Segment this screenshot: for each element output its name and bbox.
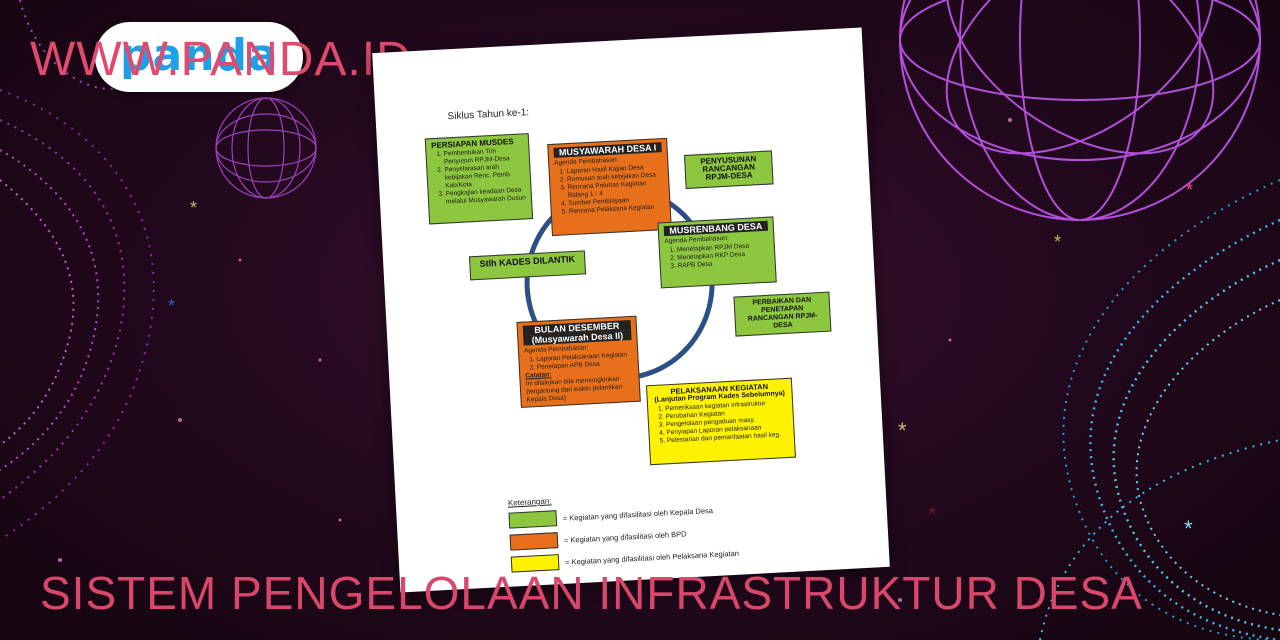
star-icon: * <box>1186 180 1194 200</box>
pelaksanaan-box: PELAKSANAAN KEGIATAN (Lanjutan Program K… <box>645 377 796 466</box>
perbaikan-box: PERBAIKAN DAN PENETAPAN RANCANGAN RPJM-D… <box>733 291 832 337</box>
star-icon: * <box>168 296 176 316</box>
penyusunan-label: PENYUSUNAN RANCANGAN RPJM-DESA <box>700 154 757 182</box>
left-particle-wave <box>0 0 161 541</box>
star-icon: * <box>898 418 907 443</box>
persiapan-box: PERSIAPAN MUSDES Pembentukan Tim Penyusu… <box>424 133 534 225</box>
star-icon: * <box>928 502 937 527</box>
small-sphere <box>215 97 317 199</box>
star-icon: * <box>1054 232 1062 252</box>
site-url: WWW.PANDA.ID <box>30 33 412 86</box>
musdes1-box: MUSYAWARAH DESA I Agenda Pembahasan: Lap… <box>547 137 672 237</box>
document-page: Siklus Tahun ke-1: PERSIAPAN MUSDES Pemb… <box>372 27 890 593</box>
legend-row: = Kegiatan yang difasilitasi oleh BPD <box>509 525 687 551</box>
page-title: SISTEM PENGELOLAAN INFRASTRUKTUR DESA <box>40 567 1143 619</box>
legend-label: = Kegiatan yang difasilitasi oleh Kepala… <box>562 505 714 523</box>
legend-label: = Kegiatan yang difasilitasi oleh BPD <box>563 528 687 545</box>
logo-badge[interactable] <box>95 22 303 92</box>
kades-label: Stlh KADES DILANTIK <box>479 253 576 269</box>
desember-box: BULAN DESEMBER (Musyawarah Desa II) Agen… <box>516 315 641 408</box>
penyusunan-box: PENYUSUNAN RANCANGAN RPJM-DESA <box>683 150 774 189</box>
cycle-title: Siklus Tahun ke-1: <box>447 107 530 123</box>
large-sphere <box>899 0 1261 221</box>
logo: panda <box>120 30 279 81</box>
legend-label: = Kegiatan yang difasilitasi oleh Pelaks… <box>564 548 740 567</box>
perbaikan-label: PERBAIKAN DAN PENETAPAN RANCANGAN RPJM-D… <box>747 296 818 330</box>
legend-title: Keterangan: <box>507 496 552 508</box>
desember-note: Ini dilakukan bila memungkinkan (tergant… <box>525 375 623 404</box>
legend-swatch <box>508 510 558 529</box>
right-particle-wave <box>1039 179 1280 640</box>
legend-swatch <box>509 532 559 551</box>
star-icon: * <box>190 198 198 218</box>
musrenbang-box: MUSRENBANG DESA Agenda Pembahasan: Menet… <box>657 216 777 289</box>
list-item: Pengkajian keadaan Desa melalui Musyawar… <box>445 186 526 206</box>
star-icon: * <box>1184 516 1193 541</box>
